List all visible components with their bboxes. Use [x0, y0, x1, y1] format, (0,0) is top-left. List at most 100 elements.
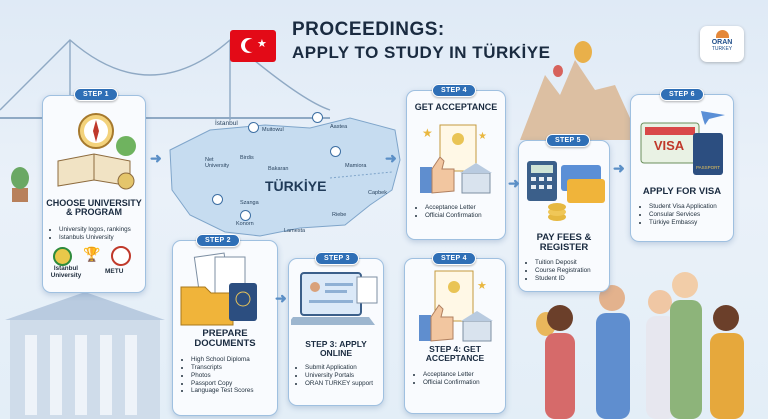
city-label: Birdis [240, 155, 254, 161]
istanbul-university-label: Istanbul University [50, 265, 82, 279]
step1-bullets: University logos, rankings Istanbuls Uni… [51, 226, 151, 242]
passport-text: PASSPORT [696, 165, 720, 170]
metu-label: METU [105, 268, 124, 275]
bullet-item: Student Visa Application [649, 203, 739, 211]
istanbul-university-logo-icon [53, 247, 72, 266]
university-book-compass-illustration [57, 113, 136, 190]
page-title-line2: APPLY TO STUDY IN TÜRKİYE [292, 42, 551, 62]
star-icon: ★ [257, 38, 267, 50]
step4-bottom-badge: STEP 4 [432, 252, 476, 265]
step5-card: PAY FEES & REGISTER Tuition Deposit Cour… [518, 140, 610, 292]
bullet-item: Passport Copy [191, 380, 283, 388]
calculator-cards-coins-illustration [527, 161, 605, 221]
city-label: Lamesta [284, 228, 306, 234]
city-label: Konorn [236, 221, 254, 227]
svg-text:★: ★ [478, 131, 487, 142]
step6-card: VISA PASSPORT APPLY FOR VISA Student Vis… [630, 94, 734, 242]
step1-badge: STEP 1 [74, 88, 118, 101]
acceptance-thumbs-up-illustration: ★ ★ [420, 124, 492, 194]
step1-card: CHOOSE UNIVERSITY & PROGRAM University l… [42, 95, 146, 293]
step2-card: PREPARE DOCUMENTS High School Diploma Tr… [172, 240, 278, 416]
step2-badge: STEP 2 [196, 234, 240, 247]
flow-arrow-icon: ➜ [613, 160, 625, 176]
step3-card: STEP 3: APPLY ONLINE Submit Application … [288, 258, 384, 406]
bullet-item: Course Registration [535, 267, 617, 275]
flow-arrow-icon: ➜ [275, 290, 287, 306]
city-label: Mamiora [345, 163, 367, 169]
visa-passport-plane-illustration: VISA PASSPORT [640, 111, 725, 175]
turkiye-map-shape [169, 117, 401, 237]
bullet-item: Tuition Deposit [535, 259, 617, 267]
step4-top-bullets: Acceptance Letter Official Confirmation [417, 204, 511, 220]
plant-illustration [11, 167, 29, 202]
svg-text:★: ★ [422, 126, 433, 140]
bullet-item: Photos [191, 372, 283, 380]
logo-mark-icon [715, 30, 729, 38]
bullet-item: ORAN TURKEY support [305, 380, 391, 388]
students-illustration [545, 272, 744, 419]
map-pin-icon [248, 122, 259, 133]
metu-logo-icon [111, 246, 131, 266]
map-pin-icon [212, 194, 223, 205]
bullet-item: Transcripts [191, 364, 283, 372]
map-pin-icon [312, 112, 323, 123]
flow-arrow-icon: ➜ [150, 150, 162, 166]
step2-bullets: High School Diploma Transcripts Photos P… [183, 356, 283, 395]
documents-folder-passport-illustration [180, 252, 257, 326]
step6-badge: STEP 6 [660, 88, 704, 101]
bullet-item: Türkiye Embassy [649, 219, 739, 227]
city-label: Szanga [240, 200, 259, 206]
step5-bullets: Tuition Deposit Course Registration Stud… [527, 259, 617, 283]
map-pin-icon [330, 146, 341, 157]
bullet-item: University Portals [305, 372, 391, 380]
page-title-line1: PROCEEDINGS: [292, 19, 445, 40]
step3-title: STEP 3: APPLY ONLINE [305, 339, 367, 358]
map-pin-icon [240, 210, 251, 221]
flow-arrow-icon: ➜ [508, 175, 520, 191]
step4-top-title: GET ACCEPTANCE [414, 102, 498, 112]
bullet-item: University logos, rankings [59, 226, 151, 234]
bullet-item: Official Confirmation [423, 379, 511, 387]
bullet-item: Submit Application [305, 364, 391, 372]
step4-bottom-bullets: Acceptance Letter Official Confirmation [415, 371, 511, 387]
bullet-item: High School Diploma [191, 356, 283, 364]
city-label: Capbek [368, 190, 387, 196]
svg-text:★: ★ [477, 280, 487, 292]
step4-bottom-card: ★ STEP 4: GET ACCEPTANCE Acceptance Lett… [404, 258, 506, 414]
turkish-flag: ★ [230, 30, 276, 62]
bullet-item: Language Test Scores [191, 387, 283, 395]
visa-stamp-text: VISA [654, 138, 685, 153]
city-label: Muitowul [262, 127, 284, 133]
bullet-item: Official Confirmation [425, 212, 511, 220]
step3-bullets: Submit Application University Portals OR… [297, 364, 391, 388]
logo-text-line2: TURKEY [711, 46, 733, 52]
step1-title: CHOOSE UNIVERSITY & PROGRAM [46, 198, 142, 218]
bullet-item: Student ID [535, 275, 617, 283]
cappadocia-hills-illustration [520, 60, 640, 140]
bullet-item: Acceptance Letter [425, 204, 511, 212]
oran-turkey-logo: ORAN TURKEY [700, 26, 744, 62]
step2-title: PREPARE DOCUMENTS [194, 328, 256, 349]
map-country-label: TÜRKİYE [265, 178, 327, 194]
step6-title: APPLY FOR VISA [642, 186, 722, 197]
step4-top-card: GET ACCEPTANCE ★ ★ Acceptance Letter Off… [406, 90, 506, 240]
university-building-illustration [5, 292, 165, 419]
logo-text-line1: ORAN [711, 39, 733, 46]
flow-arrow-icon: ➜ [385, 150, 397, 166]
step5-title: PAY FEES & REGISTER [536, 232, 592, 253]
page-title: PROCEEDINGS: APPLY TO STUDY IN TÜRKİYE [292, 18, 552, 63]
trophy-icon: 🏆 [83, 246, 101, 262]
city-label: Aastea [330, 124, 348, 130]
acceptance-letter-illustration: ★ [419, 270, 493, 342]
bullet-item: Acceptance Letter [423, 371, 511, 379]
city-label: Bakaran [268, 166, 289, 172]
step4-bottom-title: STEP 4: GET ACCEPTANCE [425, 344, 485, 363]
city-label: Net University [205, 157, 230, 170]
bullet-item: Istanbuls University [59, 234, 151, 242]
step6-bullets: Student Visa Application Consular Servic… [641, 203, 739, 227]
city-label: İstanbul [215, 120, 238, 127]
city-label: Riebe [332, 212, 347, 218]
step3-badge: STEP 3 [315, 252, 359, 265]
step5-badge: STEP 5 [546, 134, 590, 147]
